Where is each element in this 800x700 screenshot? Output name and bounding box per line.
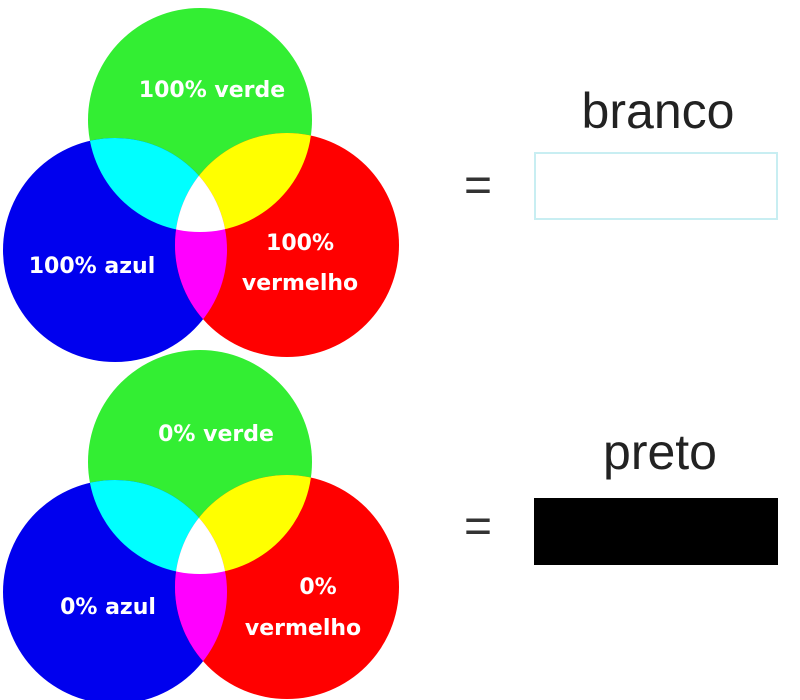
- red-label-line1: 100%: [266, 231, 334, 256]
- white-swatch: [534, 152, 778, 220]
- blue-label: 100% azul: [29, 254, 155, 279]
- yellow-overlap: [175, 475, 312, 574]
- green-label: 0% verde: [158, 422, 274, 447]
- red-label-line1: 0%: [299, 575, 336, 600]
- venn-diagram-zero: 0% verde 0% azul 0% vermelho: [3, 350, 399, 700]
- green-label: 100% verde: [139, 78, 285, 103]
- red-label-line2: vermelho: [245, 616, 361, 641]
- red-label-line2: vermelho: [242, 271, 358, 296]
- cyan-overlap: [88, 138, 227, 232]
- cyan-overlap: [88, 480, 227, 574]
- venn-diagram-full: 100% verde 100% azul 100% vermelho: [3, 8, 399, 362]
- equals-sign-bottom: =: [464, 500, 492, 553]
- black-swatch: [534, 498, 778, 565]
- result-label-preto: preto: [603, 424, 717, 480]
- blue-label: 0% azul: [60, 595, 156, 620]
- result-label-branco: branco: [582, 83, 735, 139]
- equals-sign-top: =: [464, 159, 492, 212]
- yellow-overlap: [175, 133, 312, 232]
